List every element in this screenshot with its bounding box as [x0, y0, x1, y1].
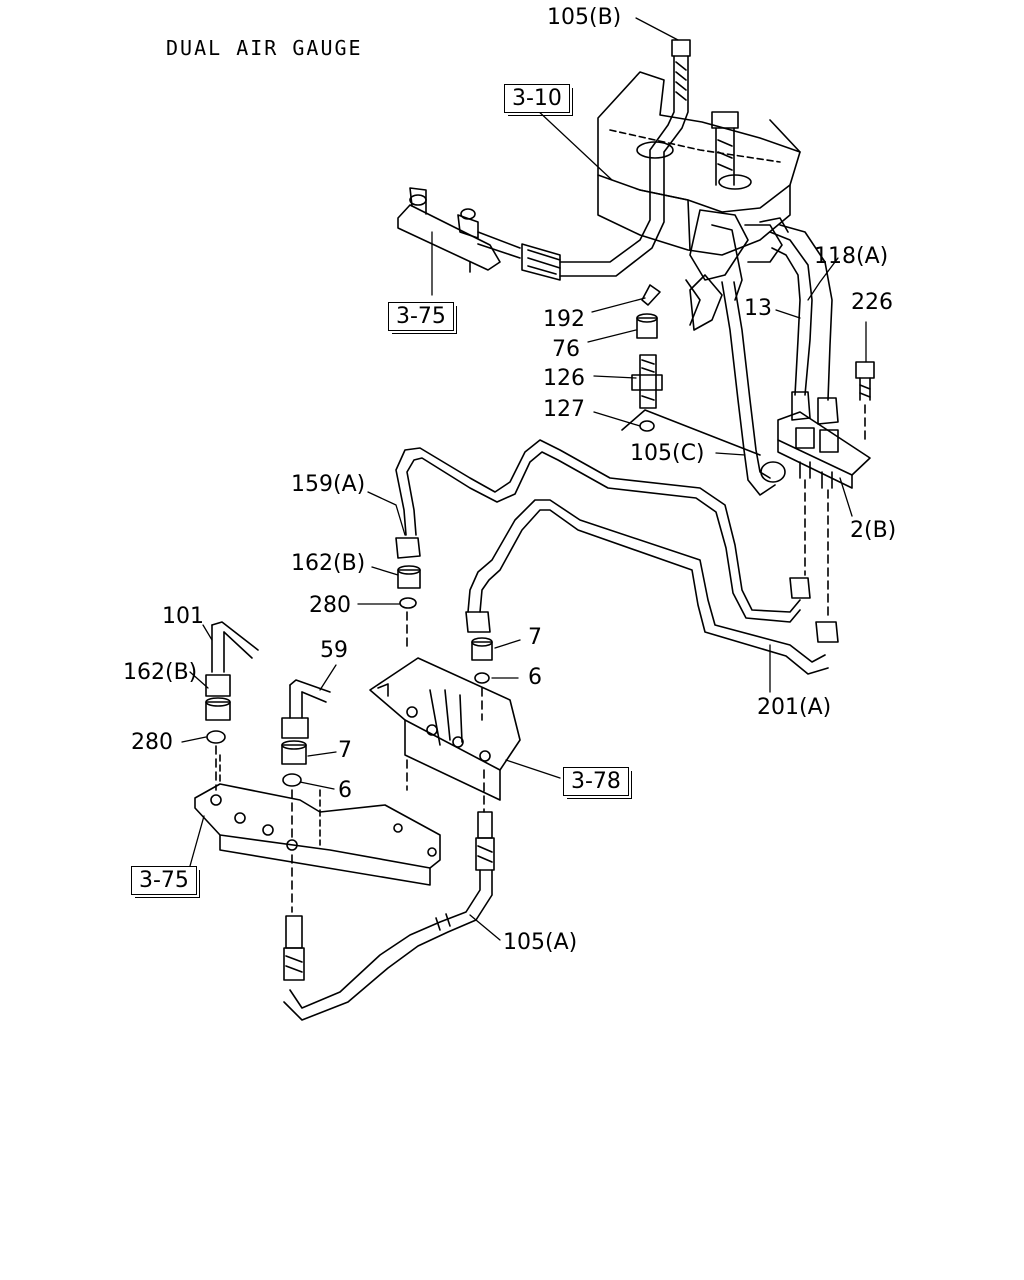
nut-ring-stack-upper — [397, 565, 493, 721]
label-2b: 2(B) — [850, 518, 897, 543]
diagram-title: DUAL AIR GAUGE — [166, 36, 363, 60]
pipe-105c — [721, 281, 786, 496]
label-280-top: 280 — [309, 593, 351, 618]
label-127: 127 — [543, 397, 585, 422]
pipe-101 — [205, 621, 259, 791]
bolt-226 — [855, 361, 875, 441]
label-126: 126 — [543, 366, 585, 391]
ref-3-75-top-box[interactable]: 3-75 — [388, 302, 457, 334]
gauge-fitting-stack — [631, 284, 663, 432]
label-6-left: 6 — [338, 778, 352, 803]
ref-3-78-box[interactable]: 3-78 — [563, 767, 632, 799]
label-7-left: 7 — [338, 738, 352, 763]
label-13: 13 — [744, 296, 772, 321]
pipe-13-and-118a — [769, 224, 839, 425]
pipe-201a — [465, 499, 839, 675]
hose-105a — [283, 811, 495, 1021]
pipe-159a — [395, 439, 801, 623]
pipe-59 — [281, 679, 331, 841]
label-162b-left: 162(B) — [123, 660, 198, 685]
hose-105b — [521, 39, 739, 281]
leader-lines — [181, 17, 867, 941]
label-105c: 105(C) — [630, 441, 705, 466]
label-7-right: 7 — [528, 625, 542, 650]
label-162b-top: 162(B) — [291, 551, 366, 576]
ref-3-10-box[interactable]: 3-10 — [504, 84, 573, 116]
label-76: 76 — [552, 337, 580, 362]
label-280-left: 280 — [131, 730, 173, 755]
label-159a: 159(A) — [291, 472, 366, 497]
label-118a: 118(A) — [814, 244, 889, 269]
ref-3-75-bottom-box[interactable]: 3-75 — [131, 866, 200, 898]
cab-bracket-assembly — [597, 71, 801, 331]
label-101: 101 — [162, 604, 204, 629]
lower-bracket-3-75 — [194, 754, 441, 913]
label-105b: 105(B) — [547, 5, 622, 30]
label-192: 192 — [543, 307, 585, 332]
upper-valve-bracket — [397, 187, 521, 273]
label-59: 59 — [320, 638, 348, 663]
label-226: 226 — [851, 290, 893, 315]
label-105a: 105(A) — [503, 930, 578, 955]
label-201a: 201(A) — [757, 695, 832, 720]
middle-bracket-3-78 — [369, 657, 521, 813]
bracket-2b — [777, 411, 871, 619]
label-6-right: 6 — [528, 665, 542, 690]
